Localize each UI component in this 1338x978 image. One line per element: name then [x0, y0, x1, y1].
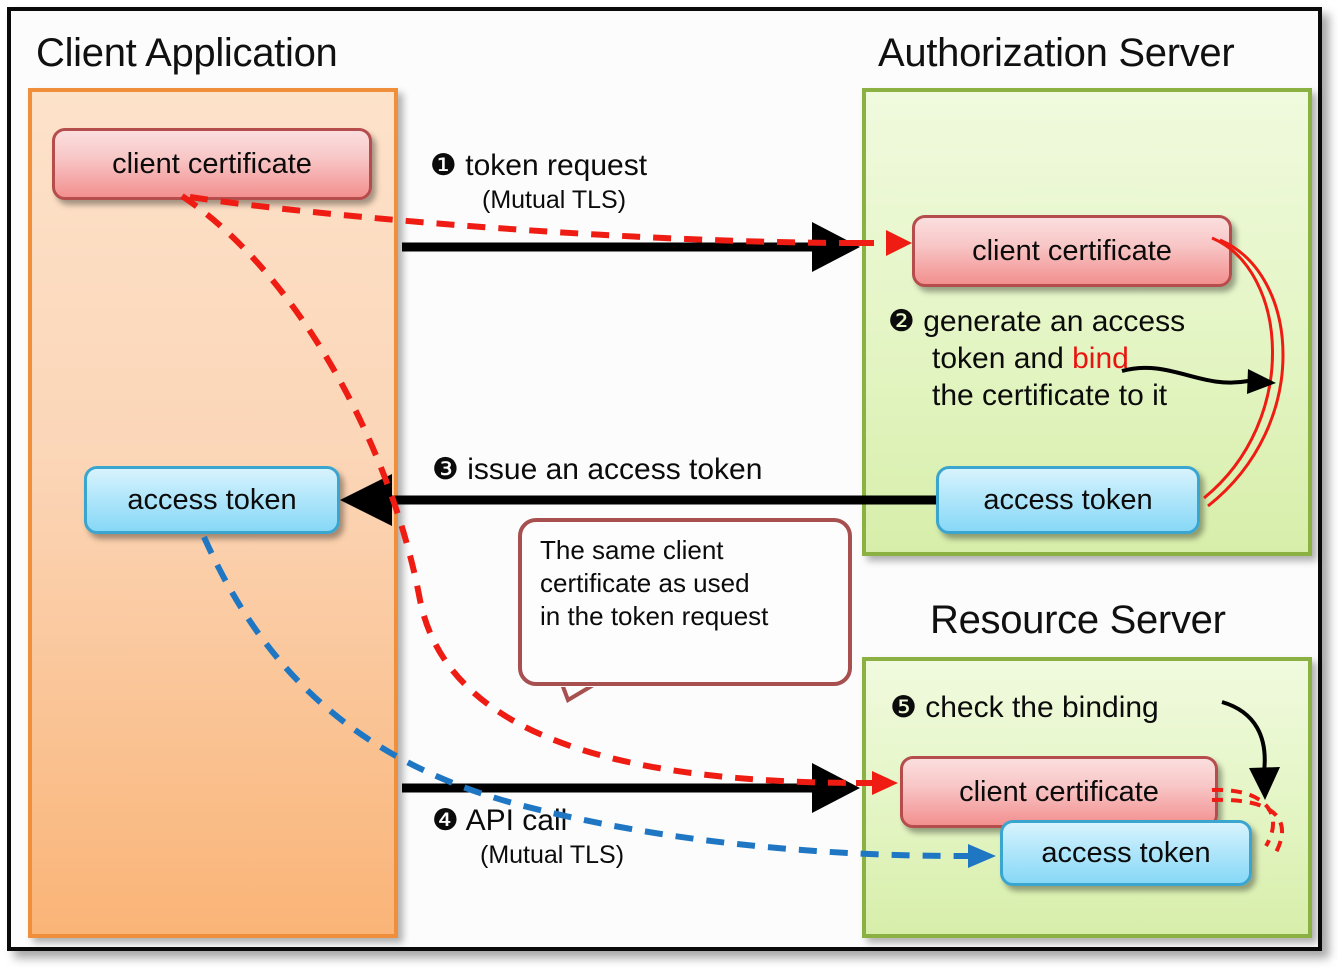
client-cert-box-auth-server[interactable]: client certificate	[912, 215, 1232, 287]
step-2-line3: the certificate to it	[932, 379, 1168, 413]
step-1-label: ❶ token request (Mutual TLS)	[430, 148, 647, 215]
step-2-line1: generate an access	[923, 305, 1186, 338]
step-1-sub: (Mutual TLS)	[482, 185, 627, 214]
client-cert-box-resource-server[interactable]: client certificate	[900, 756, 1218, 828]
callout-bubble: The same client certificate as used in t…	[518, 518, 852, 686]
step-1-text: token request	[465, 149, 648, 182]
authorization-server-title: Authorization Server	[878, 31, 1235, 75]
step-3-number: ❸	[432, 453, 459, 486]
step-3-label: ❸ issue an access token	[432, 452, 762, 489]
step-2-number: ❷	[888, 305, 915, 338]
step-1-number: ❶	[430, 149, 457, 182]
step-5-text: check the binding	[925, 691, 1159, 724]
step-2-bind-keyword: bind	[1072, 342, 1129, 376]
resource-server-title: Resource Server	[930, 598, 1226, 642]
step-4-sub: (Mutual TLS)	[480, 840, 625, 869]
access-token-box-client-app[interactable]: access token	[84, 466, 340, 534]
step-4-text: API call	[465, 804, 568, 837]
step-4-label: ❹ API call (Mutual TLS)	[432, 803, 624, 870]
client-application-title: Client Application	[36, 31, 338, 75]
step-2-line2-prefix: token and	[932, 342, 1073, 376]
step-3-text: issue an access token	[467, 453, 763, 486]
callout-line-2: certificate as used	[540, 567, 750, 598]
callout-line-1: The same client	[540, 535, 724, 565]
access-token-box-resource-server[interactable]: access token	[1000, 820, 1252, 886]
step-2-label: ❷ generate an access token and bind the …	[888, 303, 1248, 415]
step-5-label: ❺ check the binding	[890, 690, 1159, 727]
step-4-number: ❹	[432, 804, 459, 837]
client-cert-box-client-app[interactable]: client certificate	[52, 128, 372, 200]
callout-line-3: in the token request	[540, 600, 769, 631]
access-token-box-auth-server[interactable]: access token	[936, 466, 1200, 534]
step-5-number: ❺	[890, 691, 917, 724]
